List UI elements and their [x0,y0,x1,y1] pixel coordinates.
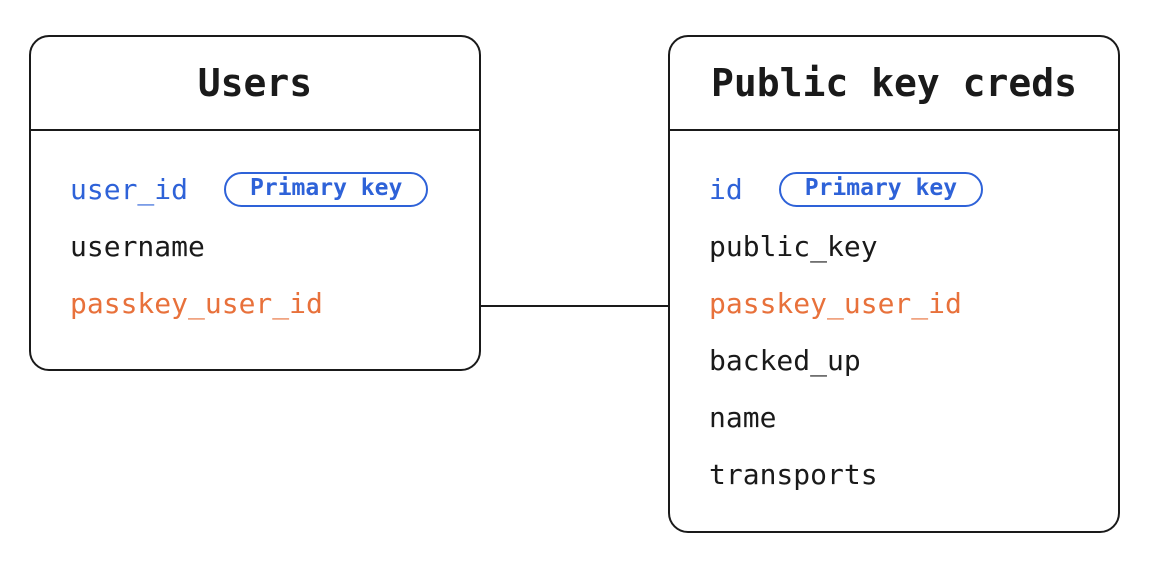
field-name: name [709,401,777,434]
primary-key-badge-label: Primary key [250,175,403,201]
field-name: transports [709,458,878,491]
primary-key-badge: Primary key [224,172,429,207]
primary-key-badge-label: Primary key [804,175,958,201]
table-public-key-creds-title: Public key creds [710,61,1078,105]
field-row-passkey-user-id: passkey_user_id [709,275,1098,332]
field-row-backed-up: backed_up [709,332,1098,389]
field-row-public-key: public_key [709,218,1098,275]
field-row-user-id: user_id Primary key [70,161,459,218]
table-public-key-creds-body: id Primary key public_key passkey_user_i… [670,131,1118,503]
field-name: backed_up [709,344,861,377]
primary-key-badge: Primary key [778,172,984,207]
field-row-name: name [709,389,1098,446]
relation-line [481,305,668,307]
field-name: username [70,230,205,263]
table-public-key-creds-header: Public key creds [670,37,1118,131]
field-row-username: username [70,218,459,275]
table-users: Users user_id Primary key username passk… [29,35,481,371]
field-name: passkey_user_id [709,287,962,320]
field-row-passkey-user-id: passkey_user_id [70,275,459,332]
field-name: id [709,173,743,206]
table-users-title: Users [197,61,313,105]
table-users-body: user_id Primary key username passkey_use… [31,131,479,332]
field-name: user_id [70,173,189,206]
table-public-key-creds: Public key creds id Primary key public_k… [668,35,1120,533]
field-row-transports: transports [709,446,1098,503]
table-users-header: Users [31,37,479,131]
field-name: public_key [709,230,878,263]
field-row-id: id Primary key [709,161,1098,218]
field-name: passkey_user_id [70,287,323,320]
